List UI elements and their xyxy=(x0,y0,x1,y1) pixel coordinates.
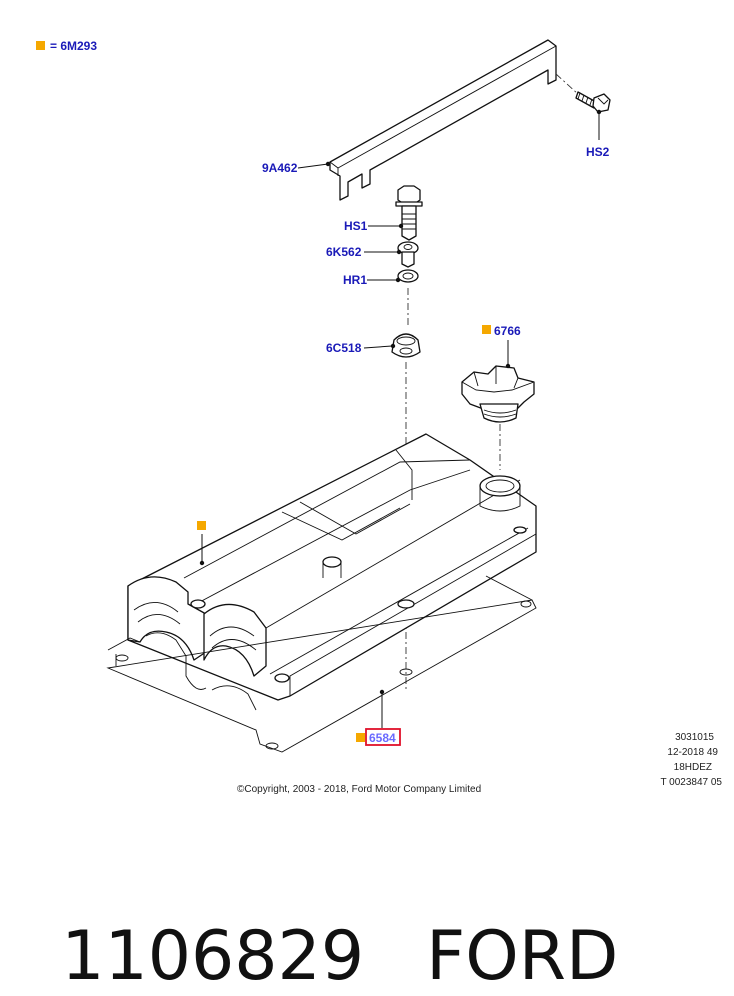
svg-text:HS1: HS1 xyxy=(344,219,368,233)
bolt-HS2 xyxy=(555,73,611,113)
part-number-heading: 1106829 FORD xyxy=(18,838,618,996)
callout-6K562[interactable]: 6K562 xyxy=(326,245,402,259)
callout-6766[interactable]: 6766 xyxy=(482,324,521,369)
brand-name: FORD xyxy=(426,917,619,996)
copyright: ©Copyright, 2003 - 2018, Ford Motor Comp… xyxy=(237,784,481,795)
part-number: 1106829 xyxy=(61,917,365,996)
callout-HS2[interactable]: HS2 xyxy=(586,109,610,159)
gasket-6584 xyxy=(106,575,537,753)
legend-marker xyxy=(36,41,45,50)
legend-text: = 6M293 xyxy=(50,39,97,53)
callout-6584-highlight xyxy=(365,728,401,746)
svg-text:3031015: 3031015 xyxy=(675,732,714,743)
svg-text:18HDEZ: 18HDEZ xyxy=(674,762,712,773)
washer-6K562 xyxy=(397,241,419,268)
bolt-HS1 xyxy=(395,185,423,241)
svg-text:T 0023847 05: T 0023847 05 xyxy=(660,777,722,788)
callout-9A462[interactable]: 9A462 xyxy=(262,161,331,175)
callout-6C518[interactable]: 6C518 xyxy=(326,341,396,355)
callout-6584[interactable]: 6584 xyxy=(356,689,401,746)
svg-text:6584: 6584 xyxy=(369,731,396,745)
svg-text:9A462: 9A462 xyxy=(262,161,298,175)
callout-HR1[interactable]: HR1 xyxy=(343,273,401,287)
svg-text:12-2018 49: 12-2018 49 xyxy=(667,747,718,758)
exploded-parts-diagram: = 6M293 xyxy=(36,39,722,795)
heat-shield-9A462 xyxy=(329,39,557,201)
svg-text:6C518: 6C518 xyxy=(326,341,362,355)
ring-HR1 xyxy=(397,269,419,283)
cover-marker xyxy=(197,521,206,530)
svg-text:6K562: 6K562 xyxy=(326,245,362,259)
cam-cover xyxy=(127,433,537,701)
svg-text:6766: 6766 xyxy=(494,324,521,338)
callout-6766-marker xyxy=(482,325,491,334)
oil-filler-cap-6766 xyxy=(461,365,535,470)
svg-text:HS2: HS2 xyxy=(586,145,610,159)
svg-text:HR1: HR1 xyxy=(343,273,367,287)
callout-HS1[interactable]: HS1 xyxy=(344,219,404,233)
diagram-meta: 3031015 12-2018 49 18HDEZ T 0023847 05 xyxy=(660,732,722,788)
callout-6584-marker xyxy=(356,733,365,742)
grommet-6C518 xyxy=(391,333,421,358)
